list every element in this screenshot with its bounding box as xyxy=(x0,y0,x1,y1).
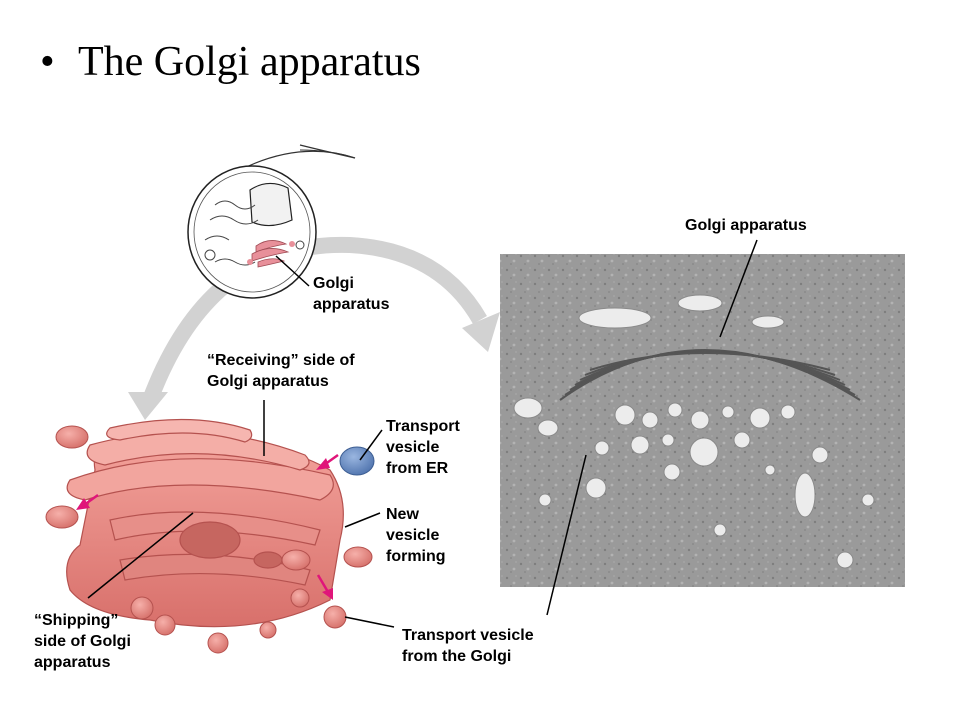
cell-sketch xyxy=(187,144,356,299)
label-line: apparatus xyxy=(34,654,111,671)
leader-new-vesicle xyxy=(344,512,381,528)
label-line: Golgi apparatus xyxy=(685,217,807,234)
label-receiving-side: “Receiving” side of Golgi apparatus xyxy=(207,350,355,392)
label-line: “Shipping” xyxy=(34,612,119,629)
leader-micrograph-transport-vesicle xyxy=(546,454,587,616)
label-line: Golgi apparatus xyxy=(207,373,329,390)
slide-title-text: The Golgi apparatus xyxy=(78,39,421,85)
label-line: from ER xyxy=(386,460,449,477)
bullet-icon: • xyxy=(40,39,55,85)
label-line: New xyxy=(386,506,419,523)
label-micrograph-golgi: Golgi apparatus xyxy=(685,215,807,236)
label-transport-er: Transport vesicle from ER xyxy=(386,416,460,479)
er-transport-vesicle xyxy=(339,446,375,476)
leader-micrograph-golgi xyxy=(719,239,758,338)
label-line: forming xyxy=(386,548,446,565)
golgi-3d-model xyxy=(66,418,344,628)
big-curved-arrow xyxy=(128,236,500,420)
micrograph-cisternae xyxy=(559,349,861,401)
cell-golgi-highlight xyxy=(247,240,295,268)
label-transport-golgi: Transport vesicle from the Golgi xyxy=(402,625,534,667)
label-new-vesicle: New vesicle forming xyxy=(386,504,446,567)
label-line: from the Golgi xyxy=(402,648,512,665)
label-line: Transport vesicle xyxy=(402,627,534,644)
leader-transport-golgi xyxy=(344,616,395,628)
leader-cell-golgi xyxy=(275,255,310,287)
micrograph xyxy=(500,254,905,587)
label-line: vesicle xyxy=(386,439,440,456)
label-line: Golgi xyxy=(313,275,354,292)
label-shipping-side: “Shipping” side of Golgi apparatus xyxy=(34,610,131,673)
label-line: “Receiving” side of xyxy=(207,352,355,369)
golgi-vesicles xyxy=(45,425,373,654)
label-line: vesicle xyxy=(386,527,440,544)
leader-transport-er xyxy=(359,429,383,461)
slide-title: • The Golgi apparatus xyxy=(40,38,421,86)
micrograph-vesicles xyxy=(513,294,875,569)
label-cell-golgi: Golgi apparatus xyxy=(313,273,389,315)
label-line: side of Golgi xyxy=(34,633,131,650)
label-line: Transport xyxy=(386,418,460,435)
magenta-arrows xyxy=(76,453,339,600)
label-line: apparatus xyxy=(313,296,390,313)
leader-shipping-side xyxy=(87,512,194,599)
